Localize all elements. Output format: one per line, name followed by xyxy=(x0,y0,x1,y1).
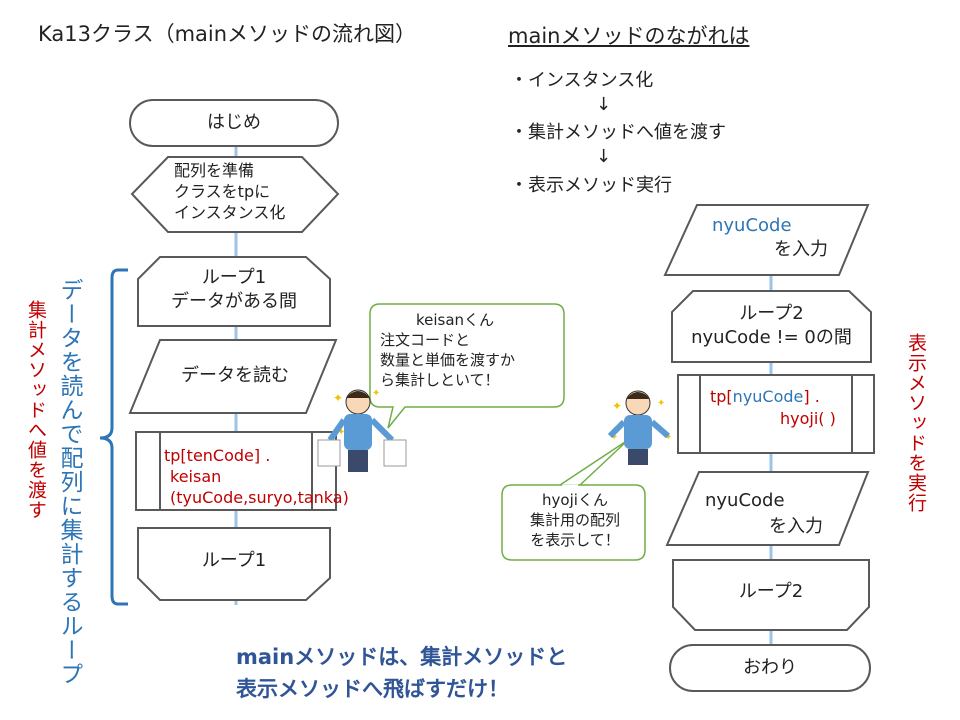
loop1-start-line-1: ループ1 xyxy=(201,267,267,288)
process2-label: tp[nyuCode] . hyoji( ) xyxy=(710,386,836,430)
loop2-start-label: ループ2 nyuCode != 0の間 xyxy=(672,302,871,350)
start-terminator xyxy=(129,99,339,147)
process1-line-1: tp[tenCode] . xyxy=(164,446,271,465)
svg-text:✦: ✦ xyxy=(610,432,618,443)
flow-step-1: ・インスタンス化 xyxy=(510,70,654,91)
read-label: データを読む xyxy=(181,365,289,386)
flow-step-2: ・集計メソッドへ値を渡す xyxy=(510,122,726,143)
end-terminator xyxy=(669,644,871,692)
input1-label: nyuCode を入力 xyxy=(712,214,828,262)
loop-bracket xyxy=(99,268,128,606)
page-title: Ka13クラス（mainメソッドの流れ図） xyxy=(38,22,417,46)
input2-var: nyuCode xyxy=(705,490,785,511)
input2-parallelogram xyxy=(665,471,870,546)
svg-text:✦: ✦ xyxy=(333,391,343,405)
process2-var: nyuCode xyxy=(732,387,804,406)
keisan-bubble-line-3: 数量と単価を渡すか xyxy=(380,351,516,369)
svg-text:✦: ✦ xyxy=(612,399,622,413)
process2-box xyxy=(677,374,875,454)
svg-text:✦: ✦ xyxy=(372,388,380,399)
hyoji-bubble-line-3: を表示して！ xyxy=(530,531,620,549)
flow-summary-title: mainメソッドのながれは xyxy=(508,24,750,48)
input1-var: nyuCode xyxy=(712,215,792,236)
hyoji-bubble-text: hyojiくん 集計用の配列 を表示して！ xyxy=(510,490,640,550)
keisan-person-illustration: ✦ ✦ ✦ xyxy=(317,388,407,472)
prep-hexagon xyxy=(130,156,340,233)
process2-line-2: hyoji( ) xyxy=(780,409,836,428)
loop1-start-shape xyxy=(137,256,331,327)
keisan-bubble-shape xyxy=(369,303,565,429)
flow-step-3: ・表示メソッド実行 xyxy=(510,175,672,196)
flow-arrow-2: ↓ xyxy=(596,146,612,167)
loop2-end-shape xyxy=(672,559,870,631)
start-label: はじめ xyxy=(207,112,261,133)
loop1-start-label: ループ1 データがある間 xyxy=(138,266,330,314)
keisan-bubble-line-2: 注文コードと xyxy=(380,331,471,349)
keisan-bubble-line-1: keisanくん xyxy=(416,311,495,329)
hyoji-bubble-line-2: 集計用の配列 xyxy=(529,511,620,529)
keisan-bubble-line-4: ら集計しといて！ xyxy=(380,371,500,389)
process1-line-2: keisan xyxy=(170,467,222,486)
input1-suffix: を入力 xyxy=(774,239,828,260)
read-parallelogram xyxy=(128,339,338,414)
process2-post: ] . xyxy=(803,387,820,406)
flow-arrow-1: ↓ xyxy=(596,94,612,115)
loop2-start-shape xyxy=(671,290,872,363)
process1-box xyxy=(135,431,337,511)
svg-text:✦: ✦ xyxy=(657,398,665,409)
hyoji-bubble-line-1: hyojiくん xyxy=(542,491,608,509)
bottom-note: mainメソッドは、集計メソッドと 表示メソッドへ飛ばすだけ！ xyxy=(236,641,567,705)
keisan-bubble-text: keisanくん 注文コードと 数量と単価を渡すか ら集計しといて！ xyxy=(380,310,560,390)
prep-line-2: クラスをtpに xyxy=(174,182,271,201)
hyoji-person-illustration: ✦ ✦ ✦ ✦ xyxy=(607,390,672,465)
loop2-start-line-2: nyuCode != 0の間 xyxy=(691,327,852,348)
loop2-end-label: ループ2 xyxy=(738,581,804,602)
prep-line-1: 配列を準備 xyxy=(174,161,255,180)
end-label: おわり xyxy=(743,657,797,678)
input2-suffix: を入力 xyxy=(769,516,823,537)
loop2-start-line-1: ループ2 xyxy=(739,303,804,324)
right-red-vertical-label: 表示メソッドを実行 xyxy=(905,333,927,513)
bottom-note-line-1: mainメソッドは、集計メソッドと xyxy=(236,645,568,669)
loop1-end-shape xyxy=(137,527,331,601)
bottom-note-line-2: 表示メソッドへ飛ばすだけ！ xyxy=(236,677,509,701)
svg-text:✦: ✦ xyxy=(337,427,345,438)
process2-pre: tp[ xyxy=(710,387,733,406)
input2-label: nyuCode を入力 xyxy=(705,488,823,540)
svg-text:✦: ✦ xyxy=(664,432,672,443)
left-red-vertical-label: 集計メソッドへ値を渡す xyxy=(25,300,47,520)
loop1-start-line-2: データがある間 xyxy=(171,291,297,312)
prep-label: 配列を準備 クラスをtpに インスタンス化 xyxy=(174,160,285,223)
left-blue-vertical-label: データを読んで配列に集計するループ xyxy=(56,278,82,686)
loop1-end-label: ループ1 xyxy=(201,550,267,571)
process1-line-3: (tyuCode,suryo,tanka) xyxy=(170,488,349,507)
process1-label: tp[tenCode] . keisan (tyuCode,suryo,tank… xyxy=(164,445,349,508)
input1-parallelogram xyxy=(663,204,870,276)
prep-line-3: インスタンス化 xyxy=(174,203,286,222)
